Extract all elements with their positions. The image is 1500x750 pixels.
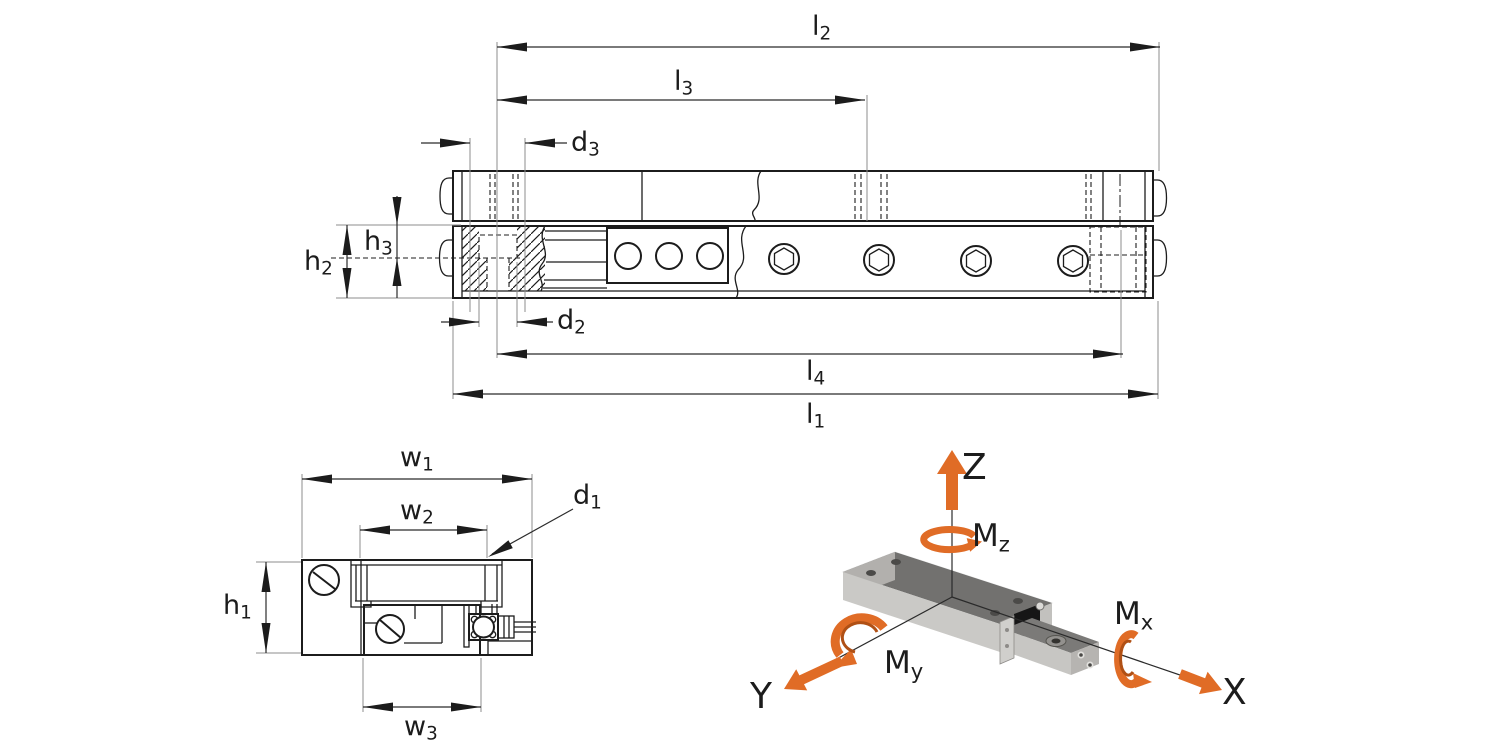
dim-label-l1: l1 bbox=[806, 399, 826, 433]
dim-label-l2: l2 bbox=[812, 11, 832, 45]
end-ball-top-left bbox=[439, 177, 453, 215]
end-view-dimensions bbox=[256, 474, 574, 712]
top-face-holes bbox=[866, 559, 1023, 616]
mx-arc-shade bbox=[1118, 639, 1135, 677]
mx-arrowhead bbox=[1133, 673, 1152, 688]
axis-label-z: Z bbox=[962, 447, 987, 488]
end-ball-top-right bbox=[1153, 179, 1168, 217]
end-view-drawing bbox=[301, 559, 536, 656]
axis-label-x: X bbox=[1222, 672, 1247, 713]
x-axis-arrow bbox=[1178, 669, 1222, 695]
dim-label-h3: h3 bbox=[364, 226, 393, 260]
rail-top-face bbox=[1004, 618, 1099, 653]
bearing-assembly bbox=[463, 604, 536, 655]
axis-label-y: Y bbox=[750, 676, 772, 717]
mz-moment-arc bbox=[920, 526, 977, 554]
iso-view-drawing bbox=[784, 450, 1222, 695]
hex-socket-screws bbox=[768, 243, 1089, 277]
dim-label-h1: h1 bbox=[223, 590, 252, 624]
moment-label-mz: Mz bbox=[972, 518, 1010, 557]
dim-label-l3: l3 bbox=[674, 66, 694, 100]
dimension-arrowheads bbox=[342, 42, 1160, 399]
end-ball-bottom-right bbox=[1153, 239, 1168, 277]
dim-label-w2: w2 bbox=[400, 495, 434, 529]
rail-end-holes bbox=[1077, 651, 1094, 669]
force-moment-arrows bbox=[784, 450, 1222, 695]
lower-block-steps bbox=[364, 605, 443, 644]
dim-label-d2: d2 bbox=[557, 305, 586, 339]
dim-label-w1: w1 bbox=[400, 442, 434, 476]
clamp-piece bbox=[999, 615, 1015, 665]
carriage-front-face bbox=[843, 572, 1000, 652]
dim-label-d1: d1 bbox=[573, 480, 602, 514]
dim-label-l4: l4 bbox=[806, 356, 826, 390]
raceway-lines bbox=[543, 230, 607, 289]
my-arc-shade bbox=[840, 621, 879, 654]
side-view-dimensions bbox=[336, 42, 1160, 399]
dim-label-d3: d3 bbox=[571, 127, 600, 161]
dim-label-w3: w3 bbox=[404, 711, 438, 745]
mx-moment-arc bbox=[1114, 630, 1143, 689]
hidden-detail-right bbox=[1089, 226, 1147, 293]
y-axis-arrow bbox=[784, 656, 845, 691]
moment-label-mx: Mx bbox=[1114, 596, 1154, 635]
rail-front-face bbox=[1004, 629, 1071, 675]
my-moment-arc bbox=[830, 613, 888, 658]
moment-label-my: My bbox=[884, 645, 924, 684]
z-axis-arrow bbox=[937, 450, 967, 510]
my-arrowhead bbox=[833, 649, 857, 668]
ball-cage bbox=[606, 227, 729, 284]
x-axis-line bbox=[951, 596, 1219, 689]
dim-label-h2: h2 bbox=[304, 246, 333, 280]
mz-arrowhead bbox=[966, 538, 982, 552]
side-view-drawing bbox=[331, 170, 1168, 299]
